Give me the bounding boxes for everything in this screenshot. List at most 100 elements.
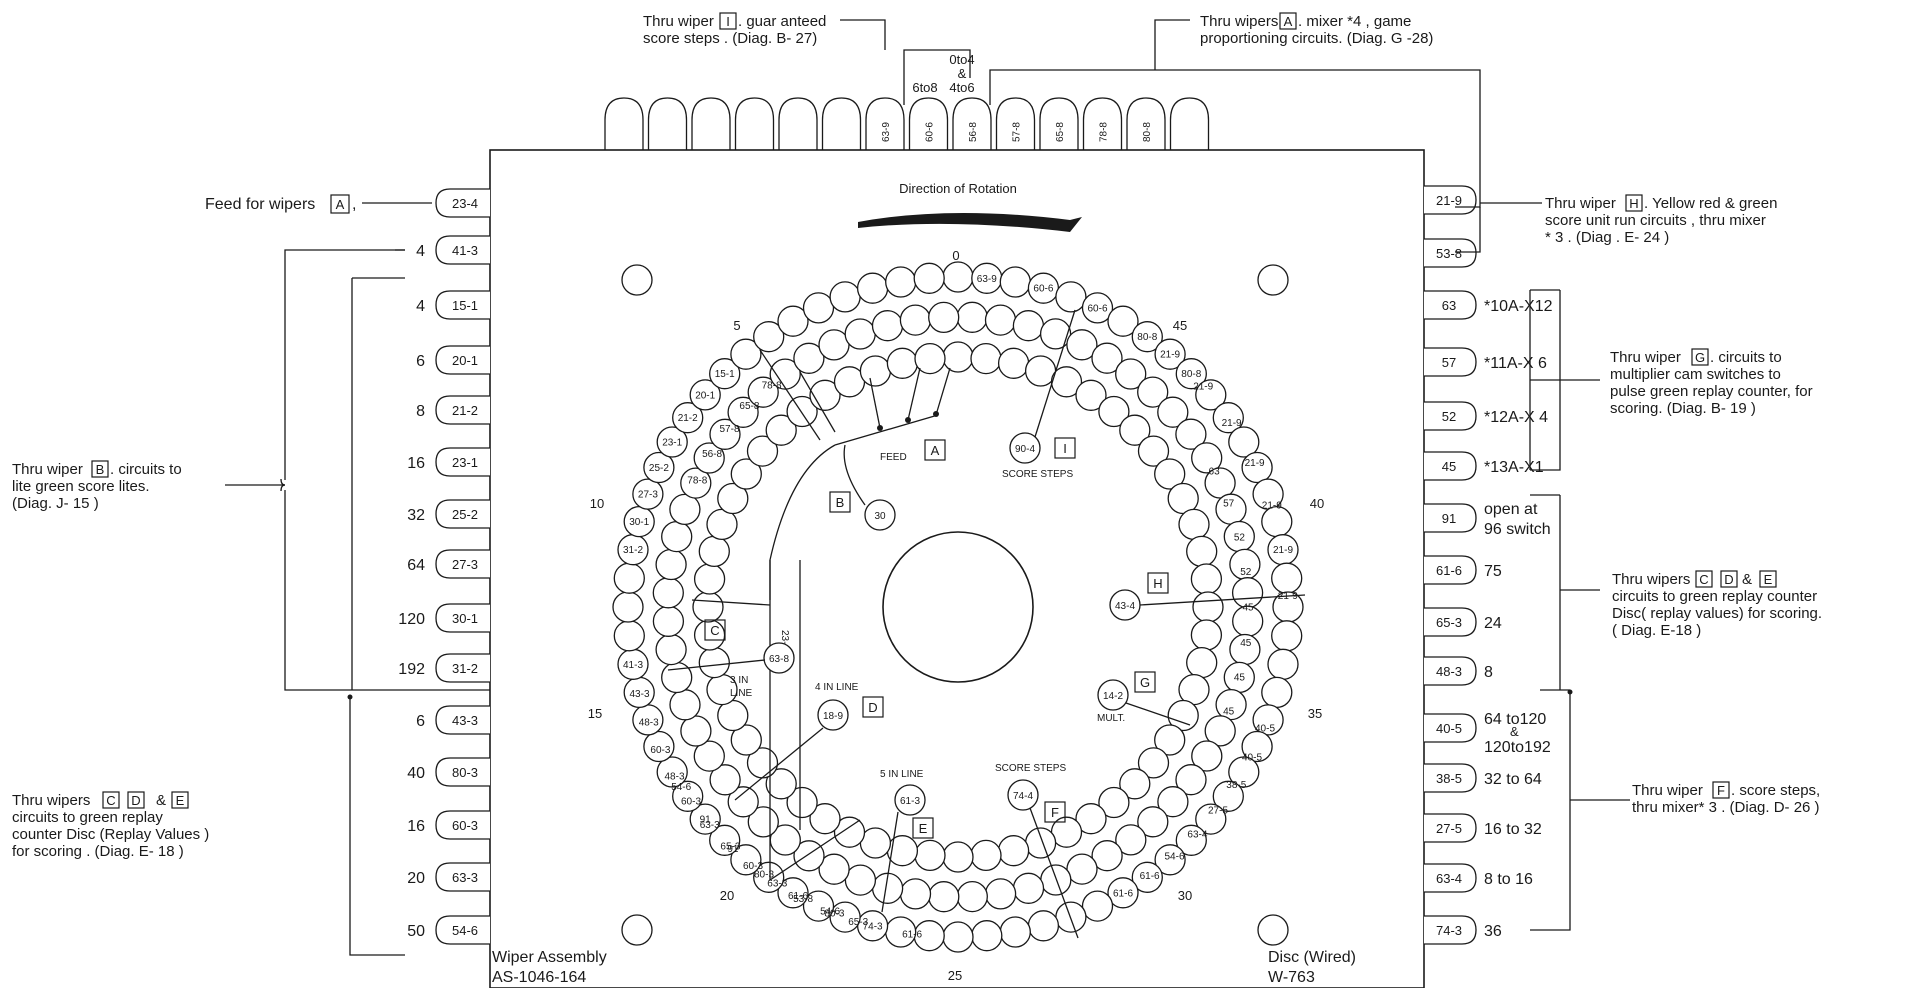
svg-text:90-4: 90-4 (1015, 444, 1035, 455)
right-tab: 53-8 (1424, 238, 1477, 268)
disc-hole (914, 342, 946, 375)
disc-hole-label: 74-3 (863, 921, 883, 932)
disc-hole (656, 426, 688, 458)
left-tab-feed: 23-4 (435, 188, 490, 218)
disc-hole (984, 304, 1017, 336)
disc-hole (818, 329, 850, 361)
disc-hole-label: 63 (1209, 466, 1221, 477)
annotation-wiper-i: Thru wiper I . guar anteed score steps .… (643, 12, 886, 50)
disc-hole-label: 21-9 (1245, 458, 1265, 469)
svg-text:45: 45 (1173, 318, 1187, 333)
disc-hole (709, 824, 741, 856)
disc-hole (612, 591, 644, 623)
svg-text:F: F (1051, 805, 1059, 820)
wiper-i: 90-4 I SCORE STEPS (1002, 309, 1076, 480)
svg-text:* 3 . (Diag . E- 24 ): * 3 . (Diag . E- 24 ) (1545, 229, 1669, 246)
disc-hole (777, 305, 809, 337)
svg-text:Thru wiper: Thru wiper (643, 13, 714, 30)
disc-hole (1119, 768, 1151, 800)
left-tab-value: 16 (407, 455, 425, 472)
disc-hole-label: 63-3 (700, 820, 720, 831)
left-tab-value: 32 (407, 507, 425, 524)
left-tab-label: 31-2 (452, 661, 478, 676)
right-tab-label: 48-3 (1436, 664, 1462, 679)
disc-hole-label: 80-8 (1137, 332, 1157, 343)
right-tab-label: 45 (1442, 459, 1456, 474)
disc-hole-label: 53-8 (793, 894, 813, 905)
disc-hole (1267, 648, 1299, 680)
top-tab (821, 97, 862, 150)
disc-hole (1154, 844, 1186, 876)
svg-text:. Yellow red & green: . Yellow red & green (1644, 195, 1777, 212)
svg-text:0: 0 (952, 248, 959, 263)
disc-hole (997, 835, 1030, 867)
disc-hole-label: 52 (1240, 567, 1252, 578)
disc-hole (765, 414, 797, 446)
svg-text:&: & (1742, 571, 1752, 588)
left-tab-value: 192 (398, 661, 425, 678)
svg-text:counter Disc (Replay Values ): counter Disc (Replay Values ) (12, 826, 209, 843)
disc-hole-label: 21-2 (678, 413, 698, 424)
disc-hole (1192, 591, 1224, 623)
svg-text:FEED: FEED (880, 452, 907, 463)
disc-hole (1075, 803, 1107, 835)
disc-hole (730, 338, 762, 370)
svg-text:AS-1046-164: AS-1046-164 (492, 969, 586, 986)
disc-hole-label: 54-6 (820, 907, 840, 918)
feed-label: Feed for wipers A , (205, 194, 432, 214)
right-tab-value: 36 (1484, 923, 1502, 940)
svg-text:circuits to green replay count: circuits to green replay counter (1612, 588, 1817, 605)
annotation-wiper-g: Thru wiper G . circuits to multiplier ca… (1529, 290, 1813, 470)
disc-hole (693, 740, 725, 772)
svg-text:Disc( replay values) for scori: Disc( replay values) for scoring. (1612, 605, 1822, 622)
top-tab-label: 57-8 (1012, 122, 1023, 142)
svg-text:. score steps,: . score steps, (1731, 782, 1820, 799)
top-tab-label: 60-6 (925, 122, 936, 142)
disc-hole (956, 301, 988, 333)
disc-hole (885, 266, 917, 298)
left-tab: 21-28 (416, 395, 490, 425)
disc-hole-label: 25-2 (649, 463, 669, 474)
right-tab-value: 8 to 16 (1484, 871, 1533, 888)
svg-text:H: H (1629, 196, 1638, 211)
right-tab-value: 75 (1484, 563, 1502, 580)
right-tab-value: *10A-X12 (1484, 298, 1553, 315)
right-tab: 45*13A-X1 (1424, 451, 1544, 481)
disc-hole (1154, 724, 1186, 756)
disc-hole-label: 63-9 (977, 274, 997, 285)
disc-hole-label: 27-5 (1208, 806, 1228, 817)
left-tab-value: 8 (416, 403, 425, 420)
svg-text:A: A (931, 443, 940, 458)
left-tab-label: 80-3 (452, 765, 478, 780)
svg-text:23-4: 23-4 (779, 630, 790, 650)
disc-hole (1157, 786, 1189, 818)
disc-hole-label: 30-1 (629, 517, 649, 528)
disc-hole-label: 52 (1234, 532, 1246, 543)
annotation-wiper-f: Thru wiper F . score steps, thru mixer* … (1530, 689, 1820, 931)
svg-text:E: E (1764, 572, 1773, 587)
disc-hole (942, 261, 974, 293)
disc-hole (1098, 786, 1130, 819)
left-tab-value: 6 (416, 353, 425, 370)
disc: Direction of Rotation 63-960-660-680-880… (588, 181, 1324, 983)
left-tab: 15-14 (416, 290, 490, 320)
disc-label: Disc (Wired) W-763 (1268, 949, 1356, 986)
svg-text:I: I (726, 14, 730, 29)
disc-hole (844, 864, 877, 896)
top-tab (691, 97, 731, 150)
disc-hole-label: 61-6 (1113, 888, 1133, 899)
disc-hole-label: 60-6 (1087, 303, 1107, 314)
rotation-arrow (858, 212, 1082, 232)
disc-hole (942, 921, 974, 953)
disc-hole (693, 563, 726, 595)
disc-hole (709, 358, 741, 390)
disc-hole-label: 41-3 (623, 660, 643, 671)
disc-hole (652, 605, 685, 637)
disc-hole-label: 65-3 (720, 842, 740, 853)
svg-text:Wiper Assembly: Wiper Assembly (492, 949, 607, 966)
svg-text:43-4: 43-4 (1115, 601, 1135, 612)
disc-hole (747, 806, 779, 838)
disc-hole (786, 395, 818, 428)
